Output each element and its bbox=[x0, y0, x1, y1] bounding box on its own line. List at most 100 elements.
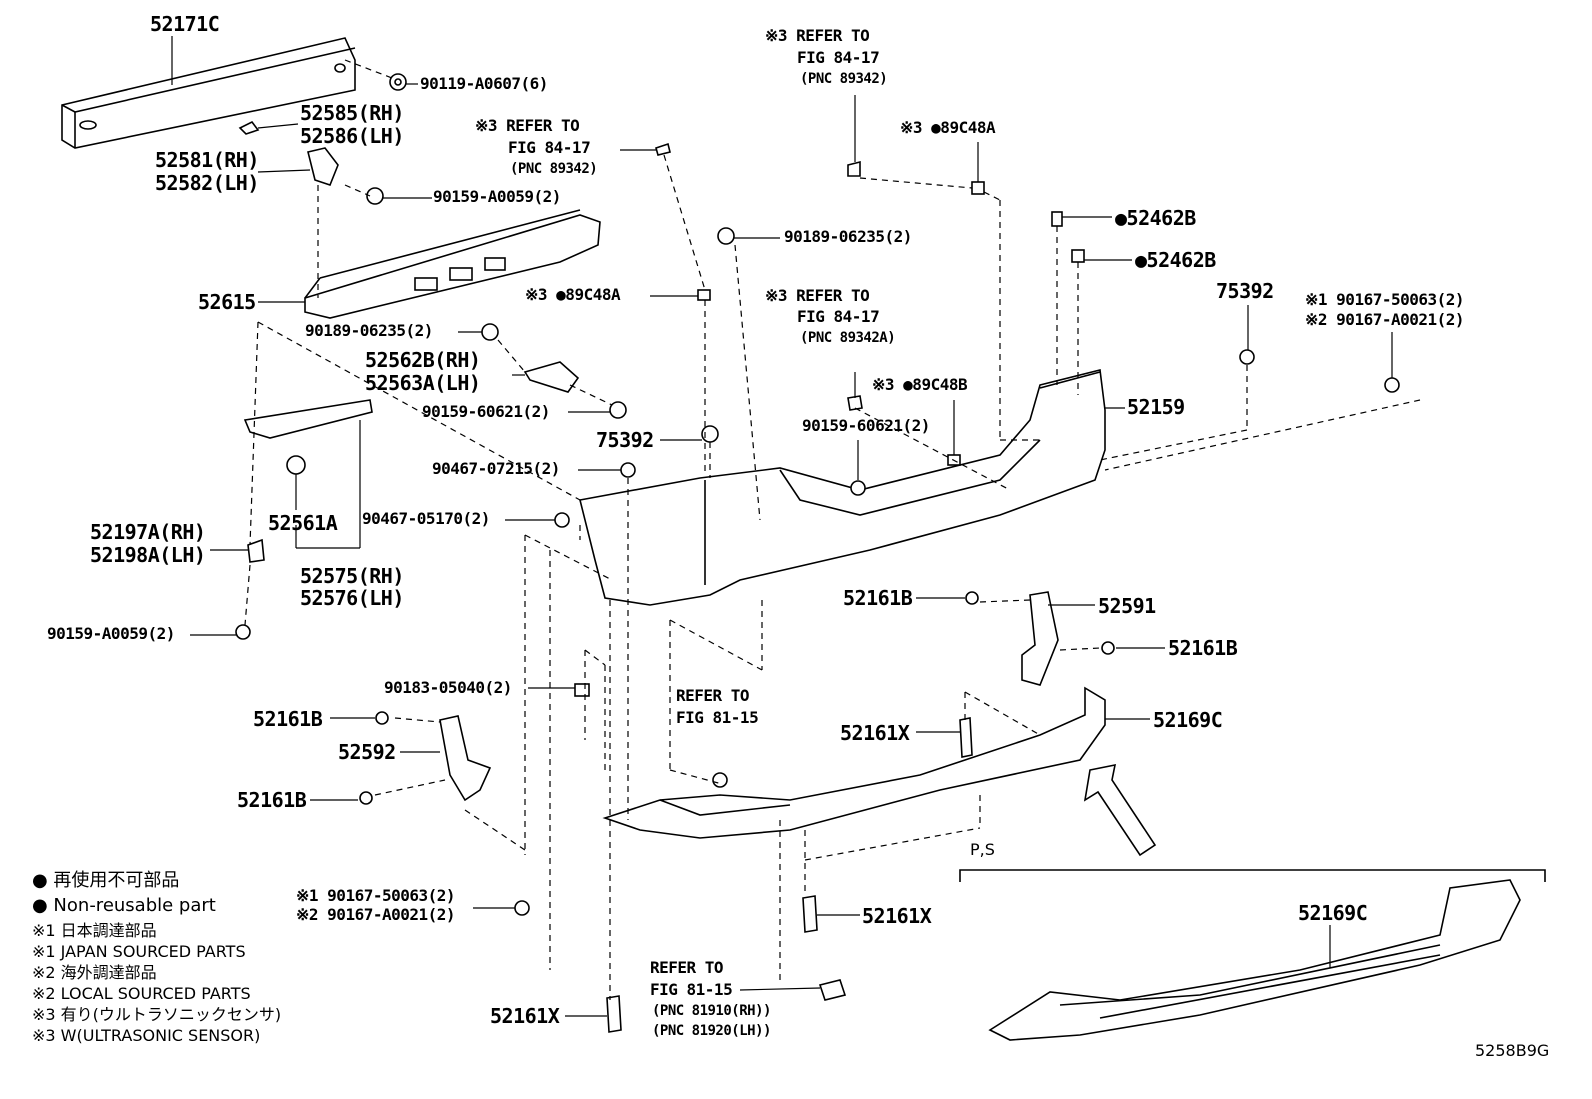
label-90167-l2: ※2 90167-A0021(2) bbox=[296, 905, 456, 924]
refer-4-line2: FIG 81-15 bbox=[676, 708, 759, 727]
refer-1-line2: FIG 84-17 bbox=[508, 138, 591, 157]
legend-line-1: ● 再使用不可部品 bbox=[32, 870, 180, 891]
label-52586: 52586(LH) bbox=[300, 124, 404, 148]
nut-90183 bbox=[574, 683, 590, 697]
clip-52161X-a bbox=[959, 717, 973, 758]
clip-52462B-b bbox=[1071, 249, 1085, 263]
legend-line-4: ※1 JAPAN SOURCED PARTS bbox=[32, 942, 246, 961]
leader-lines bbox=[171, 36, 1393, 1017]
reflector-81910 bbox=[818, 979, 847, 1001]
sensor-89342-b bbox=[847, 160, 861, 177]
diagram-code: 5258B9G bbox=[1475, 1041, 1550, 1060]
label-75392-a: 75392 bbox=[596, 428, 654, 452]
clip-52161B-d bbox=[359, 791, 373, 805]
label-52561A: 52561A bbox=[268, 511, 338, 535]
refer-3-line2: FIG 84-17 bbox=[797, 307, 880, 326]
clip-90467-a bbox=[620, 462, 636, 478]
label-90183: 90183-05040(2) bbox=[384, 678, 512, 697]
clip-52161B-b bbox=[1101, 641, 1115, 655]
label-90467-a: 90467-07215(2) bbox=[432, 459, 560, 478]
screw-90167-a bbox=[1384, 377, 1400, 393]
label-52462B-b: ●52462B bbox=[1135, 248, 1216, 272]
refer-5-line1: REFER TO bbox=[650, 958, 724, 977]
legend-line-7: ※3 有り(ウルトラソニックセンサ) bbox=[32, 1005, 282, 1024]
clip-52462B-a bbox=[1051, 211, 1063, 227]
label-90189-a: 90189-06235(2) bbox=[305, 321, 433, 340]
clip-52161B-c bbox=[375, 711, 389, 725]
refer-2-line1: ※3 REFER TO bbox=[765, 26, 870, 45]
bracket-52581 bbox=[307, 147, 339, 186]
label-90159-c: 90159-A0059(2) bbox=[47, 624, 175, 643]
label-52462B-a: ●52462B bbox=[1115, 206, 1196, 230]
screw-81-15 bbox=[712, 772, 728, 788]
label-52563A: 52563A(LH) bbox=[365, 371, 481, 395]
bolt-90159-c bbox=[235, 624, 251, 640]
legend-line-3: ※1 日本調達部品 bbox=[32, 921, 157, 940]
label-90159-a: 90159-A0059(2) bbox=[433, 187, 561, 206]
label-52592: 52592 bbox=[338, 740, 396, 764]
refer-5-line3: (PNC 81910(RH)) bbox=[652, 1003, 771, 1019]
label-90119: 90119-A0607(6) bbox=[420, 74, 548, 93]
label-89C48A-b: ※3 ●89C48A bbox=[525, 285, 621, 304]
variant-label: P,S bbox=[970, 840, 995, 859]
bracket-52591 bbox=[1021, 591, 1059, 686]
label-52582: 52582(LH) bbox=[155, 171, 259, 195]
energy-absorber-52615 bbox=[304, 209, 601, 319]
label-52161X-c: 52161X bbox=[490, 1004, 560, 1028]
label-52169C-b: 52169C bbox=[1298, 901, 1368, 925]
spoiler-variant-ps bbox=[988, 879, 1521, 1041]
clip-52161B-a bbox=[965, 591, 979, 605]
refer-3-line3: (PNC 89342A) bbox=[800, 330, 896, 346]
sensor-89342A bbox=[847, 395, 863, 411]
refer-2-line2: FIG 84-17 bbox=[797, 48, 880, 67]
label-89C48A-a: ※3 ●89C48A bbox=[900, 118, 996, 137]
label-75392-b: 75392 bbox=[1216, 279, 1274, 303]
bracket-52592 bbox=[439, 715, 492, 802]
refer-5-line2: FIG 81-15 bbox=[650, 980, 733, 999]
label-90189-b: 90189-06235(2) bbox=[784, 227, 912, 246]
label-52581: 52581(RH) bbox=[155, 148, 259, 172]
sensor-89C48A-a bbox=[697, 289, 711, 301]
assembly-dashed-lines bbox=[244, 59, 1421, 1000]
label-90159-b: 90159-60621(2) bbox=[422, 402, 550, 421]
bracket-52562B bbox=[523, 361, 580, 393]
label-52161B-b: 52161B bbox=[1168, 636, 1238, 660]
label-52591: 52591 bbox=[1098, 594, 1156, 618]
label-52161B-d: 52161B bbox=[237, 788, 307, 812]
refer-1-line1: ※3 REFER TO bbox=[475, 116, 580, 135]
label-52198A: 52198A(LH) bbox=[90, 543, 206, 567]
refer-5-line4: (PNC 81920(LH)) bbox=[652, 1023, 771, 1039]
bumper-cover-52159 bbox=[579, 369, 1106, 606]
label-52161X-b: 52161X bbox=[862, 904, 932, 928]
label-52161B-a: 52161B bbox=[843, 586, 913, 610]
label-90167-r1: ※1 90167-50063(2) bbox=[1305, 290, 1465, 309]
label-52562B: 52562B(RH) bbox=[365, 348, 481, 372]
label-52169C-a: 52169C bbox=[1153, 708, 1223, 732]
refer-4-line1: REFER TO bbox=[676, 686, 750, 705]
legend-line-2: ● Non-reusable part bbox=[32, 895, 216, 916]
bolt-90159-a bbox=[366, 187, 384, 205]
label-52197A: 52197A(RH) bbox=[90, 520, 206, 544]
clip-52161X-b bbox=[802, 895, 818, 933]
clip-75392-b bbox=[1239, 349, 1255, 365]
refer-3-line1: ※3 REFER TO bbox=[765, 286, 870, 305]
bolt-90159-d bbox=[850, 480, 866, 496]
clip-90189-a bbox=[481, 323, 499, 341]
refer-1-line3: (PNC 89342) bbox=[510, 161, 598, 177]
screw-52561A bbox=[286, 455, 306, 475]
label-52161X-a: 52161X bbox=[840, 721, 910, 745]
clip-52585 bbox=[238, 120, 260, 135]
bracket-52197A bbox=[247, 538, 265, 563]
sensor-89342-a bbox=[655, 142, 671, 156]
sensor-89C48A-b bbox=[971, 181, 985, 195]
label-52576: 52576(LH) bbox=[300, 586, 404, 610]
label-52615: 52615 bbox=[198, 290, 256, 314]
clip-52161X-c bbox=[606, 995, 622, 1033]
view-arrow bbox=[1083, 763, 1157, 857]
retainer-52575 bbox=[243, 399, 373, 439]
label-90167-r2: ※2 90167-A0021(2) bbox=[1305, 310, 1465, 329]
lower-spoiler-52169C bbox=[602, 686, 1106, 839]
bolt-90159-b bbox=[609, 401, 627, 419]
